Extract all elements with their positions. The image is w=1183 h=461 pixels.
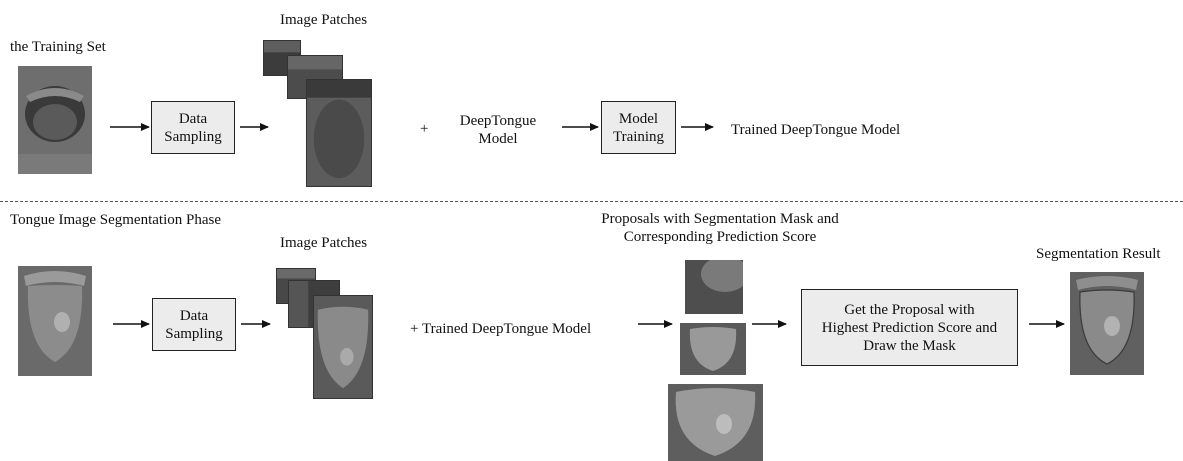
training-mouth-image (18, 66, 92, 174)
data-sampling-line2: Sampling (164, 128, 222, 145)
model-line1: DeepTongue (459, 113, 537, 129)
select-proposal-box: Get the Proposal with Highest Prediction… (801, 289, 1018, 366)
proposals-line1: Proposals with Segmentation Mask and (601, 211, 839, 227)
segmentation-phase-title: Tongue Image Segmentation Phase (10, 212, 221, 228)
proposals-label: Proposals with Segmentation Mask and Cor… (560, 210, 880, 246)
proposals-line2: Corresponding Prediction Score (623, 229, 817, 245)
segmentation-result-label: Segmentation Result (1036, 246, 1161, 262)
data-sampling-line2: Sampling (165, 325, 223, 342)
select-line1: Get the Proposal with (844, 301, 975, 318)
select-line2: Highest Prediction Score and (821, 319, 998, 336)
proposal-large (668, 384, 763, 461)
data-sampling-line1: Data (179, 307, 209, 324)
training-patch-large (306, 79, 372, 187)
trained-model-input-label: + Trained DeepTongue Model (410, 321, 592, 337)
training-line2: Training (612, 128, 665, 145)
segmentation-result-image (1070, 272, 1144, 375)
trained-model-label: Trained DeepTongue Model (731, 122, 901, 138)
proposal-small (685, 260, 743, 314)
data-sampling-line1: Data (178, 110, 208, 127)
select-line3: Draw the Mask (863, 337, 956, 354)
training-set-title: the Training Set (10, 39, 106, 55)
plus-sign: + (420, 121, 429, 137)
segmentation-patches-label: Image Patches (280, 235, 368, 251)
segmentation-input-image (18, 266, 92, 376)
training-line1: Model (618, 110, 659, 127)
model-line2: Model (478, 131, 518, 147)
segmentation-patch-large (313, 295, 373, 399)
training-patches-label: Image Patches (280, 12, 368, 28)
proposal-medium (680, 323, 746, 375)
deeptongue-model-label: DeepTongue Model (450, 112, 546, 148)
phase-divider (0, 201, 1183, 202)
